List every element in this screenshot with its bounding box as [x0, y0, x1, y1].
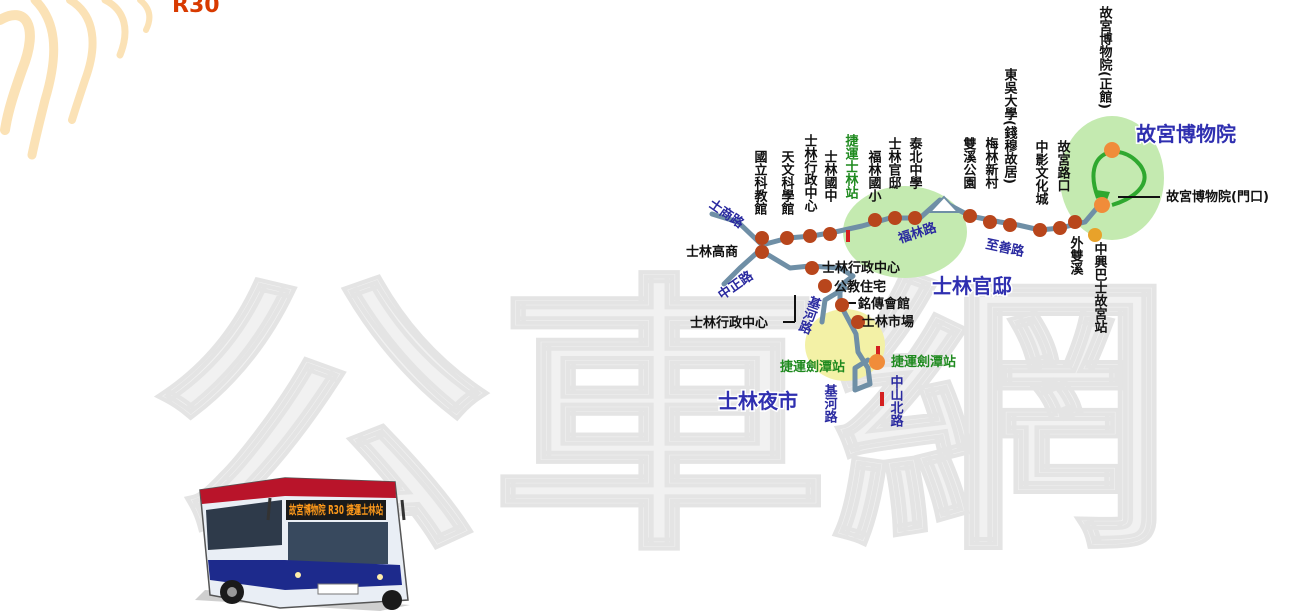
stop-dot — [1094, 197, 1110, 213]
stop-dot — [1088, 228, 1102, 242]
stop-label: 福林國小 — [866, 149, 883, 203]
bus-windshield — [288, 522, 388, 564]
stop-label: 故宮博物院(正館) — [1097, 5, 1113, 108]
road-label: 中山北路 — [888, 374, 904, 427]
bus-wheel — [382, 590, 402, 610]
bus-destination-sign — [286, 500, 386, 520]
mrt-marker — [880, 392, 884, 406]
stop-label: 士林行政中心 — [690, 315, 768, 331]
route-branch-line-2 — [721, 247, 763, 287]
stop-dot — [888, 211, 902, 225]
stop-pointers — [783, 196, 1160, 323]
stop-dot — [805, 261, 819, 275]
stop-dot — [823, 227, 837, 241]
bus-side-windows — [206, 500, 282, 550]
mrt-marker — [876, 346, 880, 360]
stop-label: 梅林新村 — [983, 136, 999, 190]
stop-dot — [818, 279, 832, 293]
stop-dot — [755, 245, 769, 259]
stop-dot — [851, 315, 865, 329]
direction-arrow — [927, 195, 961, 213]
stop-label: 雙溪公園 — [961, 136, 977, 190]
stop-label: 士林行政中心 — [802, 133, 819, 213]
stop-label: 外雙溪 — [1068, 235, 1085, 276]
stop-dot — [908, 211, 922, 225]
stop-dot — [868, 213, 882, 227]
stop-dot — [1033, 223, 1047, 237]
stop-label: 士林市場 — [862, 314, 914, 330]
stop-dot — [803, 229, 817, 243]
area-label: 士林夜市 — [718, 389, 798, 413]
stop-label: 故宮路口 — [1055, 139, 1071, 192]
stop-dot — [1053, 221, 1067, 235]
area-label: 士林官邸 — [932, 274, 1012, 298]
mrt-marker — [846, 230, 850, 242]
stop-label: 東吳大學(錢穆故居) — [1002, 67, 1019, 183]
stop-label: 故宮博物院(門口) — [1166, 189, 1269, 205]
stop-label: 中興巴士故宮站 — [1092, 241, 1108, 334]
stop-label: 捷運劍潭站 — [891, 354, 956, 370]
route-ext-line — [819, 285, 848, 325]
stop-label: 士林行政中心 — [822, 260, 900, 276]
bus-headlight — [377, 574, 383, 580]
stop-label: 銘傳會館 — [858, 296, 910, 312]
stop-dot — [1003, 218, 1017, 232]
road-label: 基河路 — [822, 383, 839, 423]
bus-wheel — [227, 587, 237, 597]
area-labels: 故宮博物院 士林官邸 士林夜市 — [717, 121, 1238, 415]
stop-dot — [780, 231, 794, 245]
logo-swash: R30 — [0, 0, 220, 160]
stop-label: 公教住宅 — [834, 279, 886, 295]
stop-label: 天文科學館 — [779, 150, 795, 216]
stop-dot — [983, 215, 997, 229]
stop-label: 泰北中學 — [907, 136, 924, 190]
stop-dot — [869, 354, 885, 370]
stop-label: 捷運劍潭站 — [780, 359, 845, 375]
bus-destination-text: 故宮博物院 R30 捷運士林站 — [289, 502, 383, 517]
museum-area-shade — [1060, 116, 1164, 240]
stop-label: 國立科教館 — [752, 150, 769, 216]
stop-dot — [963, 209, 977, 223]
bus-mirror — [266, 497, 272, 521]
stop-label: 士林官邸 — [886, 136, 902, 190]
mrt-markers — [846, 230, 884, 406]
stop-label: 士林國中 — [822, 149, 838, 203]
stop-dot — [835, 298, 849, 312]
bus-roof-stripe — [200, 478, 396, 504]
stop-label: 捷運士林站 — [843, 133, 859, 200]
stop-labels: 故宮博物院(正館) 故宮博物院(門口) 中興巴士故宮站 外雙溪 故宮路口 中影文… — [686, 5, 1269, 375]
bus-plate — [317, 583, 359, 595]
stop-label: 中影文化城 — [1033, 139, 1049, 206]
stop-dots — [755, 142, 1120, 370]
bus-lower-stripe — [208, 560, 402, 590]
stop-dot — [1104, 142, 1120, 158]
bus-mirror — [400, 499, 406, 521]
route-number: R30 — [172, 0, 220, 18]
stop-dot — [755, 231, 769, 245]
bus-illustration: 故宮博物院 R30 捷運士林站 — [195, 477, 410, 611]
stop-label: 士林高商 — [686, 244, 738, 260]
bus-headlight — [295, 572, 301, 578]
area-label: 故宮博物院 — [1136, 122, 1236, 146]
stop-dot — [1068, 215, 1082, 229]
